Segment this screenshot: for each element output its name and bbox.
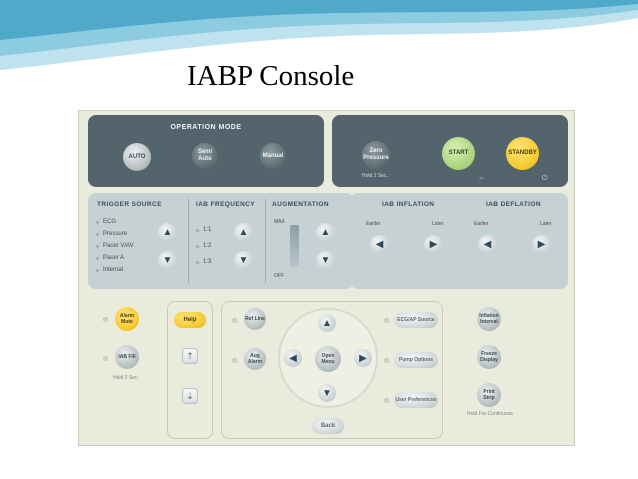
aug-alarm-button[interactable]: Aug Alarm — [244, 348, 266, 370]
ecg-ap-source-led — [384, 318, 389, 323]
inflation-later-button[interactable]: ▶ — [424, 235, 443, 254]
ref-line-button[interactable]: Ref Line — [244, 308, 266, 330]
trigger-up-button[interactable]: ▲ — [158, 223, 177, 242]
user-preferences-led — [384, 398, 389, 403]
arrow-right-icon: ▶ — [537, 239, 546, 250]
iab-frequency-title: IAB FREQUENCY — [196, 201, 256, 208]
arrow-down-icon: ▼ — [162, 255, 173, 266]
zero-pressure-hold-note: Hold 2 Sec. — [362, 173, 388, 179]
page-up-icon: ⇡ — [186, 350, 194, 361]
user-preferences-button[interactable]: User Preferences — [394, 392, 438, 408]
deflation-later-button[interactable]: ▶ — [532, 235, 551, 254]
iab-fill-led — [103, 356, 108, 361]
freeze-display-button[interactable]: Freeze Display — [477, 345, 501, 369]
arrow-up-icon: ▲ — [320, 227, 331, 238]
alarm-mute-button[interactable]: Alarm Mute — [115, 307, 139, 331]
start-indicator-icon: ⇔ — [478, 175, 485, 182]
help-column: Help ⇡ ⇣ — [167, 301, 213, 439]
arrow-down-icon: ▼ — [320, 255, 331, 266]
arrow-up-icon: ▲ — [238, 227, 249, 238]
start-button[interactable]: START — [442, 137, 475, 170]
augmentation-level-bar — [290, 225, 299, 267]
standby-button[interactable]: STANDBY — [506, 137, 539, 170]
nav-down-button[interactable]: ▼ — [318, 384, 336, 402]
settings-panel-left: TRIGGER SOURCE ECG Pressure Pacer V/AV P… — [88, 193, 354, 289]
divider — [265, 199, 266, 283]
iab-fill-hold-note: Hold 2 Sec. — [113, 375, 139, 381]
iabp-console: OPERATION MODE AUTO Semi Auto Manual Zer… — [78, 110, 575, 446]
deflation-later-label: Later — [540, 221, 552, 227]
deflation-earlier-label: Earlier — [474, 221, 489, 227]
semi-auto-button[interactable]: Semi Auto — [192, 143, 218, 169]
auto-button[interactable]: AUTO — [123, 143, 151, 171]
trigger-option: Pressure — [96, 231, 127, 237]
trigger-option: Internal — [96, 267, 123, 273]
timing-panel: IAB INFLATION Earlier Later ◀ ▶ IAB DEFL… — [350, 193, 568, 289]
inflation-earlier-button[interactable]: ◀ — [370, 235, 389, 254]
arrow-right-icon: ▶ — [429, 239, 438, 250]
arrow-down-icon: ▼ — [238, 255, 249, 266]
menu-navigation-area: Ref Line Aug Alarm ▲ ▼ ◀ ▶ Open Menu Bac… — [221, 301, 443, 439]
trigger-option: Pacer A — [96, 255, 124, 261]
nav-up-button[interactable]: ▲ — [318, 314, 336, 332]
deflation-earlier-button[interactable]: ◀ — [478, 235, 497, 254]
augmentation-off-label: OFF — [274, 273, 284, 279]
trigger-source-title: TRIGGER SOURCE — [97, 201, 162, 208]
frequency-up-button[interactable]: ▲ — [234, 223, 253, 242]
arrow-down-icon: ▼ — [322, 387, 332, 399]
augmentation-up-button[interactable]: ▲ — [316, 223, 335, 242]
nav-right-button[interactable]: ▶ — [354, 349, 372, 367]
page-down-button[interactable]: ⇣ — [182, 388, 198, 404]
help-button[interactable]: Help — [174, 312, 206, 328]
print-strip-note: Hold For Continuous — [467, 411, 513, 417]
iab-inflation-title: IAB INFLATION — [382, 201, 435, 208]
arrow-up-icon: ▲ — [162, 227, 173, 238]
header-wave-decoration — [0, 0, 638, 70]
inflation-earlier-label: Earlier — [366, 221, 381, 227]
pump-options-button[interactable]: Pump Options — [394, 352, 438, 368]
augmentation-down-button[interactable]: ▼ — [316, 251, 335, 270]
arrow-left-icon: ◀ — [289, 352, 297, 364]
divider — [188, 199, 189, 283]
nav-left-button[interactable]: ◀ — [284, 349, 302, 367]
power-icon: ⏻ — [542, 175, 548, 182]
trigger-option: Pacer V/AV — [96, 243, 134, 249]
augmentation-title: AUGMENTATION — [272, 201, 329, 208]
operation-mode-title: OPERATION MODE — [170, 124, 242, 131]
operation-mode-panel: OPERATION MODE AUTO Semi Auto Manual — [88, 115, 324, 187]
arrow-left-icon: ◀ — [375, 239, 384, 250]
augmentation-max-label: MAX — [274, 219, 285, 225]
open-menu-button[interactable]: Open Menu — [315, 346, 341, 372]
ref-line-led — [232, 318, 237, 323]
arrow-left-icon: ◀ — [483, 239, 492, 250]
arrow-right-icon: ▶ — [359, 352, 367, 364]
aug-alarm-led — [232, 358, 237, 363]
frequency-option: 1:2 — [196, 243, 211, 249]
iab-fill-button[interactable]: IAB Fill — [115, 345, 139, 369]
manual-button[interactable]: Manual — [260, 143, 286, 169]
inflation-interval-button[interactable]: Inflation Interval — [477, 307, 501, 331]
frequency-option: 1:3 — [196, 259, 211, 265]
pump-options-led — [384, 358, 389, 363]
slide-title: IABP Console — [187, 60, 355, 92]
zero-pressure-button[interactable]: Zero Pressure — [362, 141, 390, 169]
trigger-down-button[interactable]: ▼ — [158, 251, 177, 270]
arrow-up-icon: ▲ — [322, 317, 332, 329]
iab-deflation-title: IAB DEFLATION — [486, 201, 541, 208]
back-button[interactable]: Back — [312, 418, 344, 434]
frequency-option: 1:1 — [196, 227, 211, 233]
alarm-mute-led — [103, 317, 108, 322]
frequency-down-button[interactable]: ▼ — [234, 251, 253, 270]
page-up-button[interactable]: ⇡ — [182, 348, 198, 364]
trigger-option: ECG — [96, 219, 116, 225]
inflation-later-label: Later — [432, 221, 444, 227]
page-down-icon: ⇣ — [186, 390, 194, 401]
ecg-ap-source-button[interactable]: ECG/AP Source — [394, 312, 438, 328]
pump-control-panel: Zero Pressure Hold 2 Sec. START STANDBY … — [332, 115, 568, 187]
print-strip-button[interactable]: Print Strip — [477, 383, 501, 407]
